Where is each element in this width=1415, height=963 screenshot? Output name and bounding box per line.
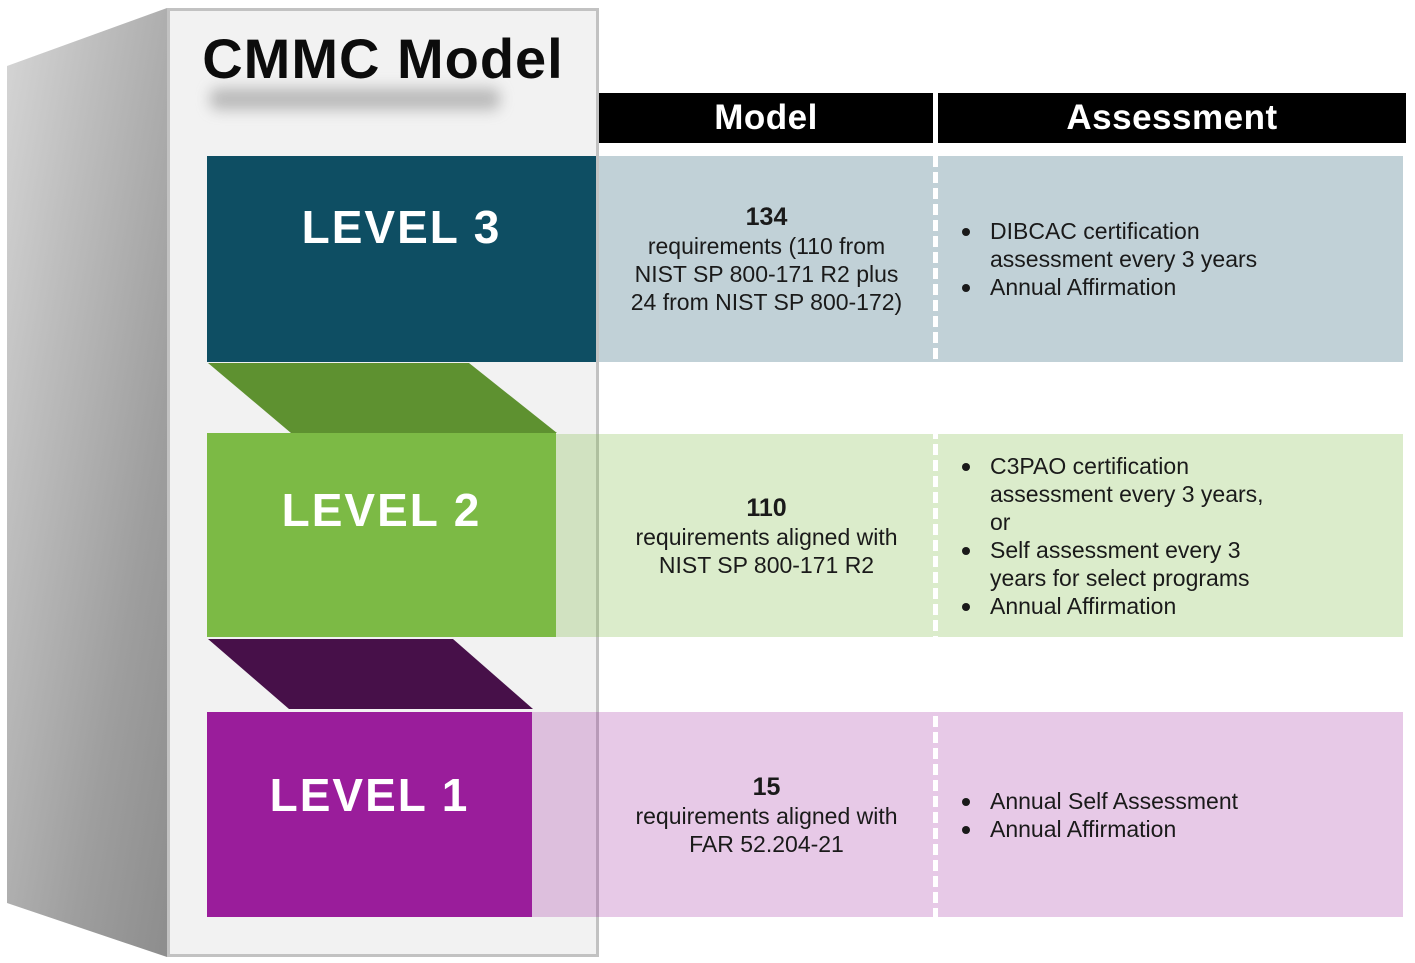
level1-assessment-list: Annual Self Assessment Annual Affirmatio… (952, 787, 1402, 843)
column-header-model-label: Model (714, 98, 818, 137)
level3-banner-label: LEVEL 3 (301, 201, 502, 253)
level3-requirement-count: 134 (745, 203, 788, 231)
row-band-level3 (599, 156, 1403, 362)
ghost-text-smudge (210, 88, 500, 110)
list-item: Annual Affirmation (952, 592, 1290, 620)
level3-requirement-text: requirements (110 from NIST SP 800-171 R… (630, 233, 903, 315)
level3-assessment-cell: DIBCAC certification assessment every 3 … (952, 156, 1402, 362)
column-header-assessment-label: Assessment (1066, 98, 1278, 137)
column-header-assessment: Assessment (938, 93, 1406, 143)
level3-banner: LEVEL 3 (207, 156, 596, 362)
level2-requirement-text: requirements aligned with NIST SP 800-17… (635, 523, 898, 578)
column-divider-dashed (933, 156, 938, 917)
page-title: CMMC Model (202, 27, 564, 90)
level2-assessment-list: C3PAO certification assessment every 3 y… (952, 452, 1402, 620)
level3-model-cell: 134 requirements (110 from NIST SP 800-1… (600, 156, 933, 362)
level3-assessment-list: DIBCAC certification assessment every 3 … (952, 217, 1402, 301)
list-item: Annual Affirmation (952, 273, 1290, 301)
level1-banner: LEVEL 1 (207, 712, 532, 917)
list-item: DIBCAC certification assessment every 3 … (952, 217, 1290, 273)
column-header-model: Model (599, 93, 933, 143)
level1-banner-label: LEVEL 1 (269, 769, 470, 821)
list-item: Self assessment every 3 years for select… (952, 536, 1290, 592)
level2-banner: LEVEL 2 (207, 433, 556, 637)
list-item: Annual Self Assessment (952, 787, 1290, 815)
list-item: C3PAO certification assessment every 3 y… (952, 452, 1290, 536)
row-band-level1 (532, 712, 1403, 917)
level1-model-cell: 15 requirements aligned with FAR 52.204-… (600, 712, 933, 917)
level1-assessment-cell: Annual Self Assessment Annual Affirmatio… (952, 712, 1402, 917)
level2-banner-label: LEVEL 2 (281, 484, 482, 536)
level1-requirement-text: requirements aligned with FAR 52.204-21 (635, 802, 898, 857)
box-side-face (7, 8, 167, 957)
level2-assessment-cell: C3PAO certification assessment every 3 y… (952, 434, 1402, 637)
level1-requirement-count: 15 (752, 772, 781, 801)
level2-requirement-count: 110 (746, 493, 787, 522)
list-item: Annual Affirmation (952, 815, 1290, 843)
row-band-level2 (556, 434, 1403, 637)
level2-model-cell: 110 requirements aligned with NIST SP 80… (600, 434, 933, 637)
